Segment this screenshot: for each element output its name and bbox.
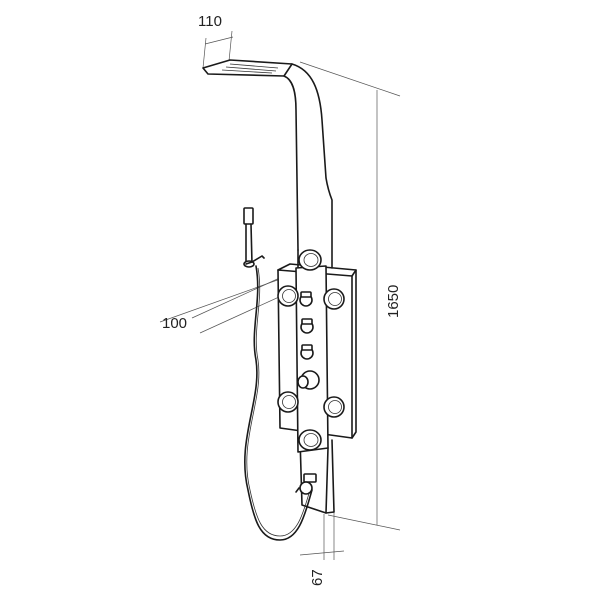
knob-1 bbox=[299, 291, 313, 307]
rain-shower-head bbox=[202, 59, 293, 77]
thermostat-knob bbox=[297, 370, 320, 390]
dimension-label-head-width: 110 bbox=[198, 13, 222, 30]
dimension-depth: 100 bbox=[159, 271, 301, 334]
jet-bottom bbox=[298, 429, 322, 451]
dimension-head-width: 110 bbox=[198, 13, 234, 69]
dimension-label-depth: 100 bbox=[162, 315, 187, 332]
bottom-outlet bbox=[295, 473, 317, 495]
dimension-height: 1650 bbox=[299, 61, 402, 531]
body-jets bbox=[277, 249, 345, 451]
hand-shower bbox=[243, 207, 265, 268]
knob-3 bbox=[300, 344, 314, 360]
jet-left-lower bbox=[277, 391, 299, 413]
jet-left-upper bbox=[277, 285, 299, 307]
dimension-label-height: 1650 bbox=[385, 285, 402, 318]
dimension-base-depth: 67 bbox=[299, 512, 345, 586]
jet-top bbox=[298, 249, 322, 271]
control-knobs bbox=[297, 291, 320, 390]
shower-hose bbox=[244, 265, 313, 541]
jet-right-upper bbox=[323, 288, 345, 310]
knob-2 bbox=[300, 318, 314, 334]
dimension-label-base-depth: 67 bbox=[309, 569, 326, 586]
jet-right-lower bbox=[323, 396, 345, 418]
panel-column bbox=[283, 63, 335, 514]
